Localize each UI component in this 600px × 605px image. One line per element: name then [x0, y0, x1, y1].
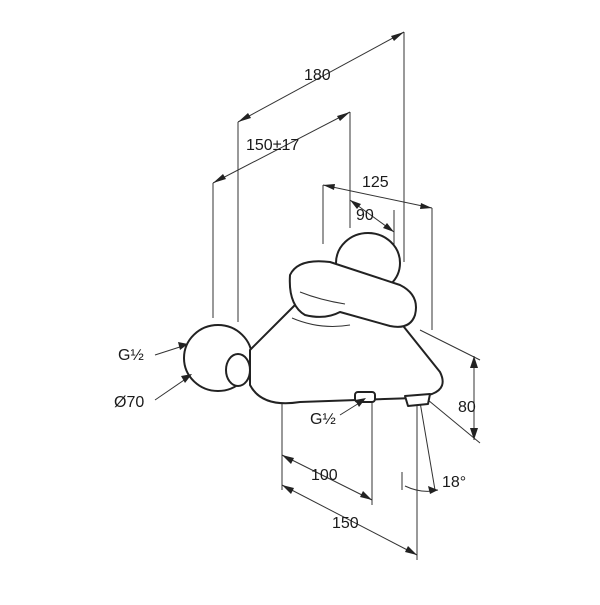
label-150: 150: [332, 515, 359, 532]
ext-line-height-bottom: [427, 399, 481, 444]
dim-line-125: [322, 184, 433, 209]
handle-contour: [299, 291, 346, 305]
arrow-100-right: [360, 491, 372, 500]
extension-lines: [212, 32, 481, 560]
arrow-150-right: [405, 546, 417, 555]
leader-lines: [154, 342, 366, 416]
label-inlet-thread: G½: [118, 347, 144, 364]
dim-line-150: [281, 484, 418, 556]
arrow-90-left: [350, 200, 361, 209]
arrow-80-top: [470, 356, 478, 368]
label-150-17: 150±17: [246, 137, 299, 154]
arrow-150-17-right: [337, 112, 350, 121]
spout-outlet: [404, 393, 431, 407]
lever-handle: [288, 260, 417, 328]
arrow-80-bottom: [470, 428, 478, 440]
label-escutcheon-diameter: Ø70: [114, 394, 144, 411]
label-90: 90: [356, 207, 374, 224]
ext-line-height-top: [419, 329, 481, 361]
angle-line-1: [419, 401, 436, 491]
arrowheads: [213, 32, 478, 555]
dim-line-150-17: [212, 111, 351, 184]
label-125: 125: [362, 174, 389, 191]
arrow-125-left: [323, 184, 335, 190]
arrow-150-left: [282, 485, 294, 494]
leader-arrow-g-half-inlet: [178, 342, 188, 350]
arrow-125-right: [420, 203, 432, 209]
label-outlet-thread: G½: [310, 411, 336, 428]
inlet-nut: [225, 353, 251, 387]
arrow-90-right: [383, 223, 394, 232]
arrow-180-right: [391, 32, 404, 41]
label-180: 180: [304, 67, 331, 84]
dim-line-100: [281, 454, 373, 501]
dim-line-180: [237, 31, 405, 123]
arrow-180-left: [238, 113, 251, 122]
arrow-100-left: [282, 455, 294, 464]
body-contour: [291, 317, 351, 327]
arrow-150-17-left: [213, 174, 226, 183]
callout-labels: G½ Ø70 G½: [114, 347, 336, 428]
dimension-labels: 180 150±17 125 90 80 100 150 18°: [246, 67, 476, 532]
leader-arrow-diameter: [181, 374, 192, 383]
leader-arrow-g-half-outlet: [355, 398, 366, 407]
label-angle: 18°: [442, 474, 466, 491]
label-100: 100: [311, 467, 338, 484]
label-80: 80: [458, 399, 476, 416]
faucet-body: [183, 232, 444, 407]
arrow-angle: [428, 486, 438, 494]
